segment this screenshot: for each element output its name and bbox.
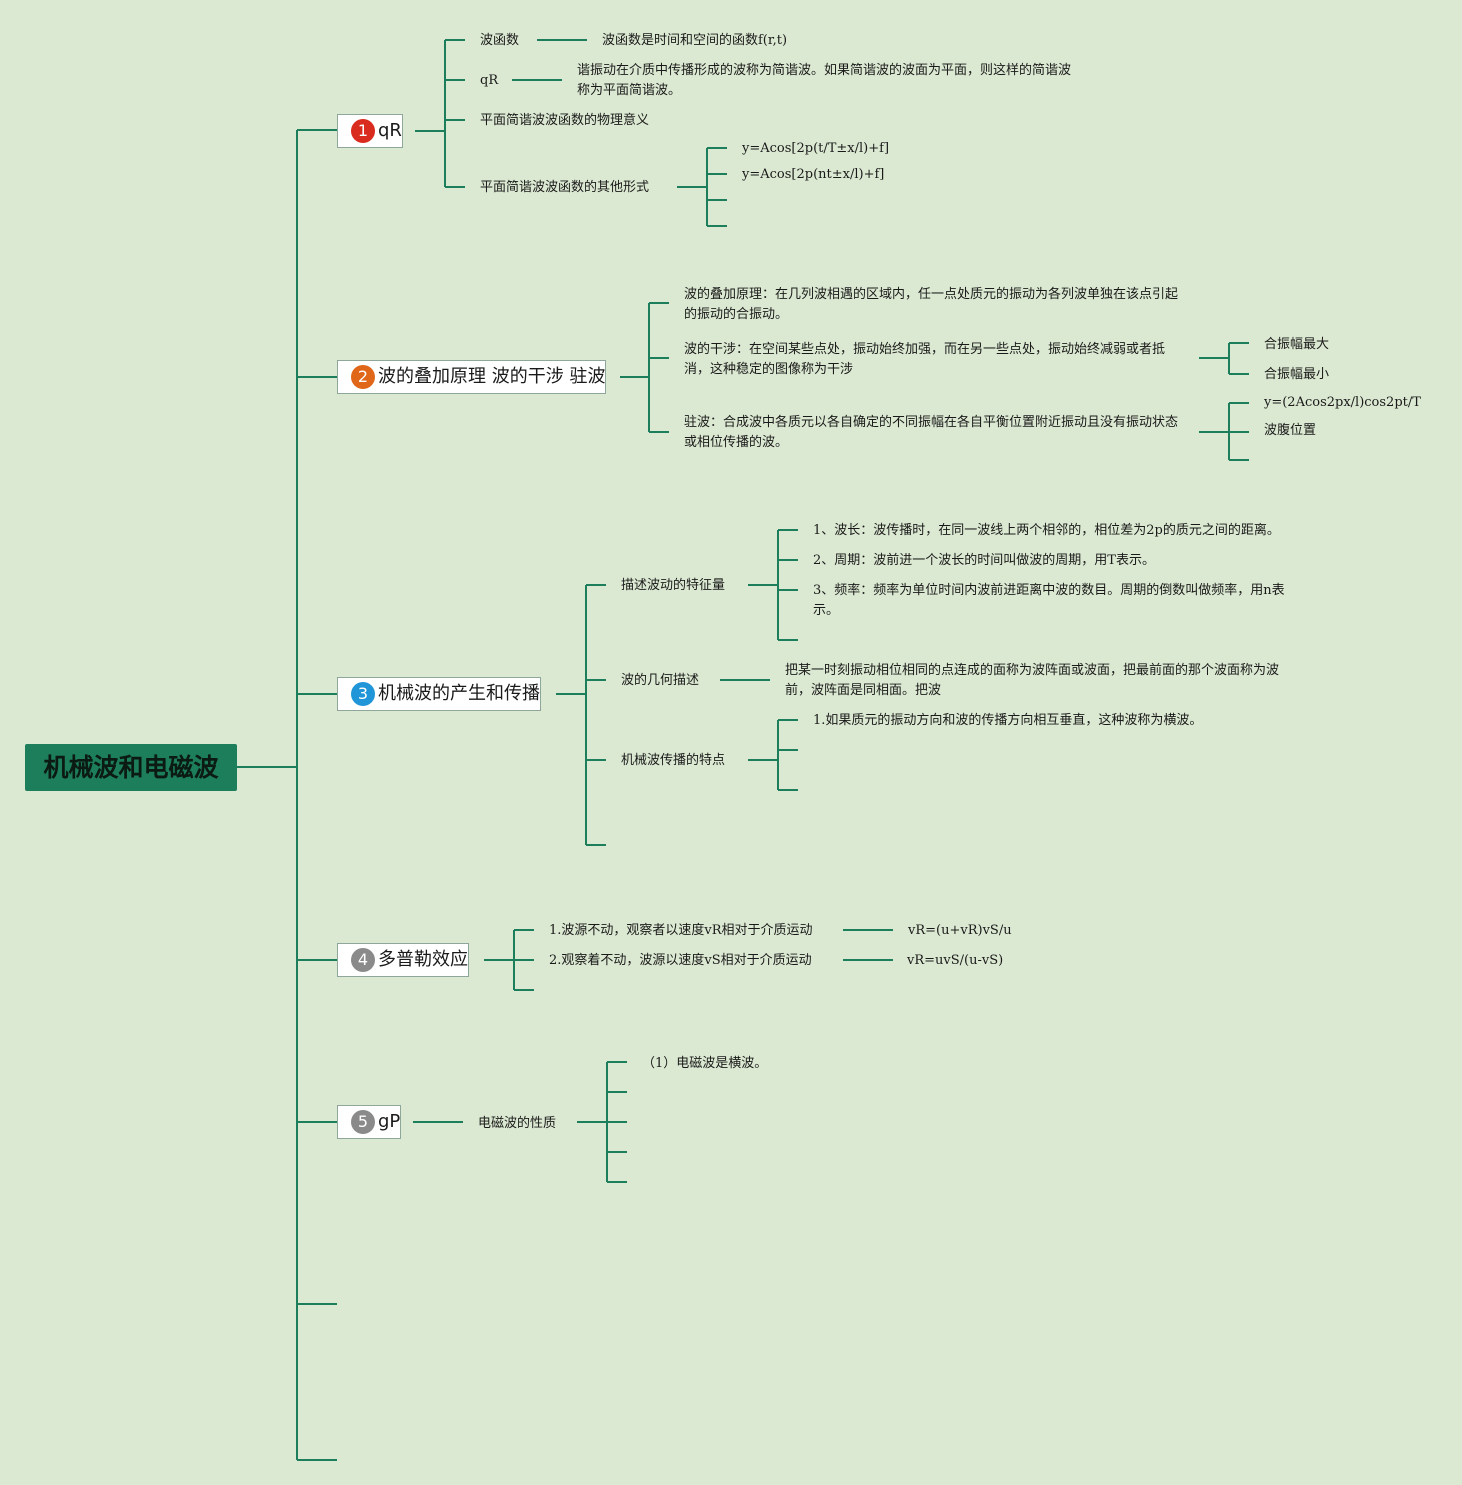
amplitude-max[interactable]: 合振幅最大 [1264, 337, 1330, 352]
topic-superposition[interactable]: 波的叠加原理：在几列波相遇的区域内，任一点处质元的振动为各列波单独在该点引起的振… [684, 287, 1179, 322]
standing-wave-formula[interactable]: y=(2Acos2px/l)cos2pt/T [1264, 395, 1421, 410]
topic-interference[interactable]: 波的干涉：在空间某些点处，振动始终加强，而在另一些点处，振动始终减弱或者抵消，这… [684, 342, 1166, 377]
detail-wave-function[interactable]: 波函数是时间和空间的函数f(r,t) [602, 33, 788, 48]
topic-physical-meaning[interactable]: 平面简谐波波函数的物理意义 [480, 113, 650, 128]
doppler-case-2[interactable]: 2.观察着不动，波源以速度vS相对于介质运动 [549, 953, 812, 968]
wavelength-item[interactable]: 1、波长：波传播时，在同一波线上两个相邻的，相位差为2p的质元之间的距离。 [813, 523, 1280, 538]
antinode-position[interactable]: 波腹位置 [1264, 423, 1317, 438]
branch-4-label: 多普勒效应 [378, 949, 468, 970]
em-wave-transverse-item[interactable]: （1）电磁波是横波。 [642, 1056, 768, 1071]
number-badge-3: 3 [351, 682, 375, 706]
branch-3-label: 机械波的产生和传播 [378, 683, 540, 704]
period-item[interactable]: 2、周期：波前进一个波长的时间叫做波的周期，用T表示。 [813, 553, 1155, 568]
topic-geometric-description[interactable]: 波的几何描述 [621, 673, 700, 688]
formula-1[interactable]: y=Acos[2p(t/T±x/l)+f] [742, 141, 890, 156]
detail-wavefront[interactable]: 把某一时刻振动相位相同的点连成的面称为波阵面或波面，把最前面的那个波面称为波前，… [785, 663, 1280, 698]
topic-other-forms[interactable]: 平面简谐波波函数的其他形式 [480, 180, 650, 195]
root-topic[interactable]: 机械波和电磁波 [25, 744, 237, 791]
topic-qr[interactable]: qR [480, 73, 499, 88]
doppler-formula-1[interactable]: vR=(u+vR)vS/u [908, 923, 1012, 938]
topic-wave-characteristics[interactable]: 描述波动的特征量 [621, 578, 726, 593]
branch-5-label: gP [378, 1111, 401, 1132]
number-badge-2: 2 [351, 365, 375, 389]
doppler-formula-2[interactable]: vR=uvS/(u-vS) [907, 953, 1004, 968]
topic-standing-wave[interactable]: 驻波：合成波中各质元以各自确定的不同振幅在各自平衡位置附近振动且没有振动状态或相… [684, 415, 1179, 450]
formula-2[interactable]: y=Acos[2p(nt±x/l)+f] [742, 167, 885, 182]
amplitude-min[interactable]: 合振幅最小 [1264, 367, 1330, 382]
branch-1-label: qR [378, 120, 402, 141]
topic-propagation-features[interactable]: 机械波传播的特点 [621, 753, 726, 768]
frequency-item[interactable]: 3、频率：频率为单位时间内波前进距离中波的数目。周期的倒数叫做频率，用n表示。 [813, 583, 1285, 618]
detail-simple-harmonic-wave[interactable]: 谐振动在介质中传播形成的波称为简谐波。如果简谐波的波面为平面，则这样的简谐波称为… [577, 63, 1072, 98]
branch-2-label: 波的叠加原理 波的干涉 驻波 [378, 366, 606, 387]
topic-wave-function[interactable]: 波函数 [480, 33, 520, 48]
number-badge-1: 1 [351, 119, 375, 143]
topic-em-wave-properties[interactable]: 电磁波的性质 [478, 1116, 557, 1131]
transverse-wave-item[interactable]: 1.如果质元的振动方向和波的传播方向相互垂直，这种波称为横波。 [813, 713, 1203, 728]
number-badge-4: 4 [351, 948, 375, 972]
number-badge-5: 5 [351, 1110, 375, 1134]
doppler-case-1[interactable]: 1.波源不动，观察者以速度vR相对于介质运动 [549, 923, 813, 938]
